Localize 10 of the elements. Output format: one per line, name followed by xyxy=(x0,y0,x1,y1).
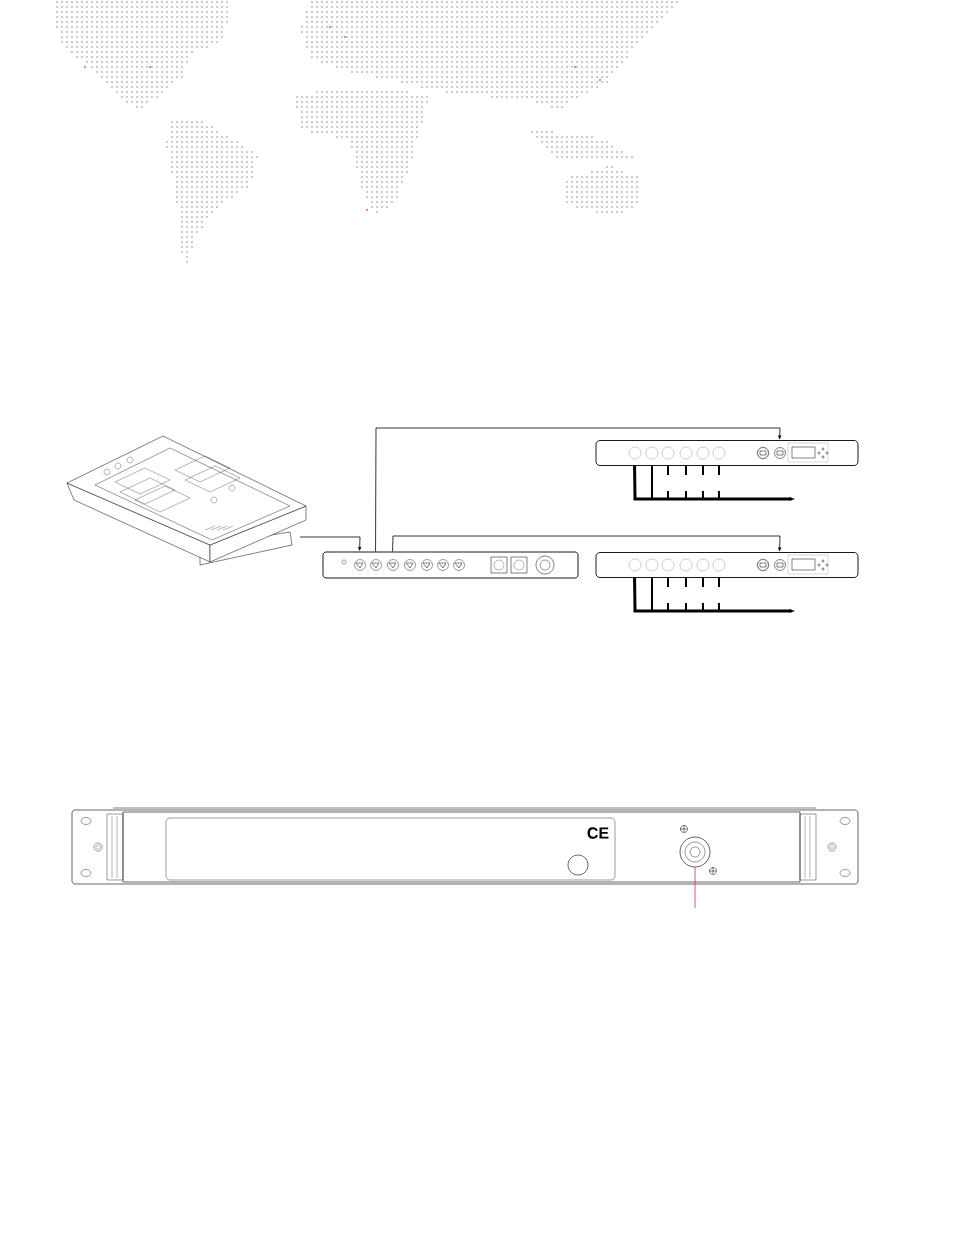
arrow xyxy=(299,536,362,551)
network-switch-panel xyxy=(322,551,579,579)
leader-line xyxy=(694,866,696,909)
dmx-node-panel xyxy=(595,440,859,466)
arrow xyxy=(392,535,782,552)
arrow xyxy=(375,427,782,552)
power-connector xyxy=(679,824,717,875)
certification-mark: CE xyxy=(587,827,609,839)
lighting-console-drawing xyxy=(66,435,307,566)
dmx-node-panel xyxy=(595,552,859,578)
